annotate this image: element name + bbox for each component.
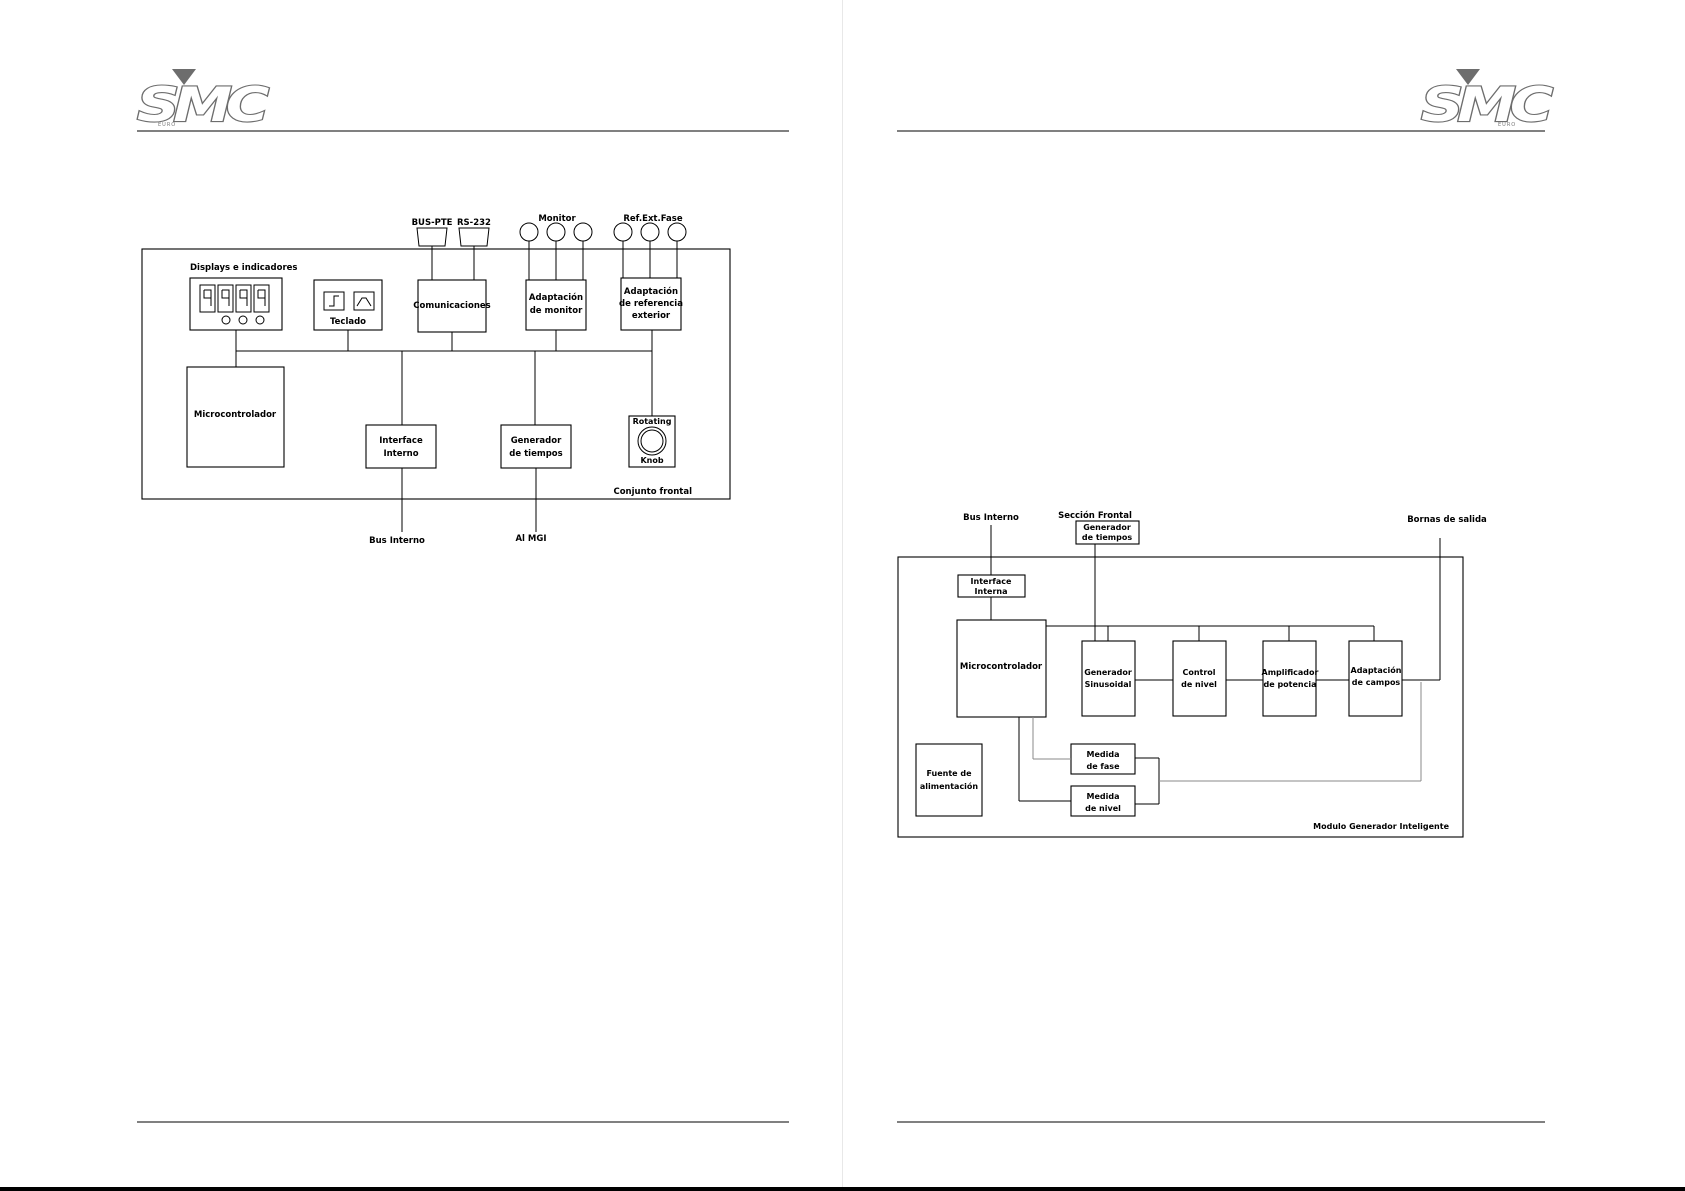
led-indicator-icon <box>221 315 231 325</box>
monitor-adapt-box <box>525 279 587 331</box>
sine-generator-line2: Sinusoidal <box>1085 680 1132 689</box>
mgi-out-label: Al MGI <box>515 534 546 544</box>
bnc-connector-icon <box>667 222 687 242</box>
led-indicator-icon <box>255 315 265 325</box>
logo-sub: EURO <box>1498 122 1516 128</box>
logo-sub: EURO <box>158 122 176 128</box>
right-page: SMC EURO Bus Interno Sección Frontal Bor… <box>843 0 1685 1191</box>
bus-out-label: Bus Interno <box>369 536 425 546</box>
connector-wires <box>431 241 678 280</box>
bnc-connector-icon <box>519 222 539 242</box>
power-supply-line1: Fuente de <box>926 769 972 778</box>
ref-adapt-box <box>620 277 682 331</box>
monitor-adapt-line1: Adaptación <box>529 292 583 303</box>
sine-generator-line1: Generador <box>1084 668 1132 677</box>
front-internal-bus <box>235 330 653 425</box>
microcontroller-box <box>186 366 285 468</box>
microcontroller-box <box>956 619 1047 718</box>
bnc-connector-icon <box>640 222 660 242</box>
monitor-bnc-connectors <box>519 222 593 242</box>
power-amp-line1: Amplificador <box>1262 668 1319 677</box>
keyboard-label: Teclado <box>330 317 366 327</box>
microcontroller-label: Microcontrolador <box>194 410 277 420</box>
phase-measure-line2: de fase <box>1086 762 1120 771</box>
power-supply-box <box>915 743 983 817</box>
sine-generator-box <box>1081 640 1136 717</box>
level-measure-box <box>1070 785 1136 817</box>
bnc-connector-icon <box>613 222 633 242</box>
internal-interface-box <box>365 424 437 469</box>
ext-timing-generator-box <box>1075 520 1140 545</box>
led-indicator-icon <box>238 315 248 325</box>
ext-timing-line1: Generador <box>1083 523 1131 532</box>
bus-pte-connector-icon <box>416 227 448 247</box>
page-divider <box>842 0 843 1191</box>
knob-box <box>628 415 676 468</box>
step-key-icon <box>323 291 345 311</box>
phase-measure-box <box>1070 743 1136 775</box>
rotating-knob-icon <box>637 426 667 456</box>
smc-logo: SMC EURO <box>136 69 276 134</box>
ramp-key-icon <box>353 291 375 311</box>
output-terminals-label: Bornas de salida <box>1407 515 1487 525</box>
microcontroller-label: Microcontrolador <box>960 662 1043 672</box>
bus-in-label: Bus Interno <box>963 513 1019 523</box>
left-page-canvas: SMC EURO BUS-PTE RS-232 Monitor Ref.Ext.… <box>136 69 789 1123</box>
bnc-connector-icon <box>546 222 566 242</box>
ext-timing-line2: de tiempos <box>1082 533 1132 542</box>
level-control-line1: Control <box>1182 668 1215 677</box>
module-label: Modulo Generador Inteligente <box>1313 822 1449 831</box>
bus-pte-label: BUS-PTE <box>412 218 453 228</box>
logo-triangle-icon <box>172 69 196 85</box>
ref-adapt-line3: exterior <box>632 311 671 321</box>
ref-adapt-line1: Adaptación <box>624 286 678 297</box>
knob-line1: Rotating <box>633 417 672 426</box>
left-page: SMC EURO BUS-PTE RS-232 Monitor Ref.Ext.… <box>0 0 842 1191</box>
field-adapt-line2: de campos <box>1352 678 1401 687</box>
front-section-label: Sección Frontal <box>1058 510 1132 521</box>
power-amp-box <box>1262 640 1317 717</box>
monitor-label: Monitor <box>538 214 576 224</box>
communications-box <box>417 279 487 333</box>
internal-interface-line2: Interna <box>975 587 1008 596</box>
assembly-label: Conjunto frontal <box>613 487 692 497</box>
displays-title: Displays e indicadores <box>190 263 297 273</box>
timing-generator-line1: Generador <box>511 436 562 446</box>
phase-measure-line1: Medida <box>1087 750 1120 759</box>
module-grey-wires <box>1032 682 1422 782</box>
timing-generator-line2: de tiempos <box>509 449 562 459</box>
level-control-box <box>1172 640 1227 717</box>
ref-adapt-line2: de referencia <box>619 299 683 309</box>
field-adapt-box <box>1348 640 1403 717</box>
ref-ext-label: Ref.Ext.Fase <box>623 214 682 224</box>
internal-interface-line1: Interface <box>379 436 423 446</box>
communications-label: Comunicaciones <box>413 301 490 311</box>
level-control-line2: de nivel <box>1181 680 1217 689</box>
ref-bnc-connectors <box>613 222 687 242</box>
field-adapt-line1: Adaptación <box>1351 665 1402 675</box>
power-amp-line2: de potencia <box>1264 680 1317 689</box>
internal-interface-line1: Interface <box>971 577 1012 586</box>
logo-brand: SMC <box>137 78 270 133</box>
power-supply-line2: alimentación <box>920 781 979 791</box>
monitor-adapt-line2: de monitor <box>530 306 583 316</box>
internal-interface-line2: Interno <box>383 449 418 459</box>
rs232-connector-icon <box>458 227 490 247</box>
bnc-connector-icon <box>573 222 593 242</box>
right-page-canvas: SMC EURO Bus Interno Sección Frontal Bor… <box>897 69 1560 1123</box>
scan-edge-strip <box>0 1187 1685 1191</box>
module-wires <box>990 525 1441 805</box>
timing-generator-box <box>500 424 572 469</box>
smc-logo: SMC EURO <box>1420 69 1560 134</box>
rs232-label: RS-232 <box>457 218 491 228</box>
logo-brand: SMC <box>1421 78 1554 133</box>
level-measure-line2: de nivel <box>1085 804 1121 813</box>
seven-segment-display <box>199 284 270 313</box>
logo-triangle-icon <box>1456 69 1480 85</box>
knob-line2: Knob <box>640 456 663 465</box>
level-measure-line1: Medida <box>1087 792 1120 801</box>
